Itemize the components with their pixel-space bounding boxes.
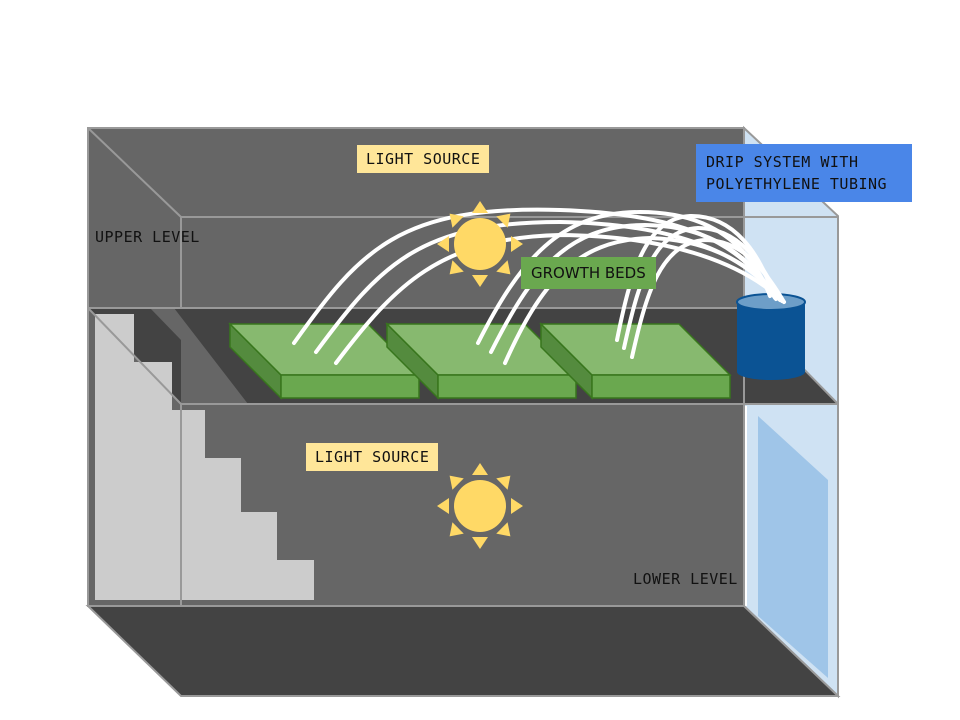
sun-ray — [449, 213, 464, 228]
sun-ray — [472, 463, 488, 475]
growth-bed — [539, 322, 732, 400]
glass-window — [758, 416, 828, 678]
staircase — [95, 314, 314, 600]
sun-ray — [472, 537, 488, 549]
water-tank — [736, 293, 806, 380]
growth-bed — [385, 322, 578, 400]
sun-ray — [511, 498, 523, 514]
drip-tubes — [292, 207, 786, 365]
sun-ray — [496, 213, 511, 228]
ground-floor — [85, 605, 841, 697]
growth-bed — [228, 322, 421, 400]
sun-ray — [472, 201, 488, 213]
sun-ray — [449, 260, 464, 275]
drip-tube — [489, 222, 778, 354]
stair-shadow — [150, 308, 248, 404]
bed-front — [437, 374, 577, 399]
sun-ray — [437, 498, 449, 514]
sun-ray — [449, 475, 464, 490]
bed-front — [280, 374, 420, 399]
bed-front — [591, 374, 731, 399]
drip-system-label: DRIP SYSTEM WITH POLYETHYLENE TUBING — [696, 144, 912, 202]
lower-level-label: LOWER LEVEL — [633, 570, 738, 588]
sun-icon — [437, 463, 523, 549]
sun-ray — [511, 236, 523, 252]
sun-icon — [437, 201, 523, 287]
sun-ray — [496, 260, 511, 275]
sun-ray — [496, 522, 511, 537]
drip-tube — [630, 237, 786, 359]
sun-ray — [472, 275, 488, 287]
tank-body — [737, 302, 805, 380]
light-source-label-upper: LIGHT SOURCE — [357, 145, 490, 173]
upper-level-label: UPPER LEVEL — [95, 228, 200, 246]
growth-beds — [228, 322, 732, 400]
light-source-label-lower: LIGHT SOURCE — [306, 443, 439, 471]
sun-ray — [437, 236, 449, 252]
sun-disc — [454, 218, 506, 270]
sun-disc — [454, 480, 506, 532]
growth-beds-label: GROWTH BEDS — [521, 257, 656, 289]
sun-ray — [449, 522, 464, 537]
sun-ray — [496, 475, 511, 490]
frame-edge — [87, 127, 182, 218]
frame-edge — [87, 307, 182, 405]
